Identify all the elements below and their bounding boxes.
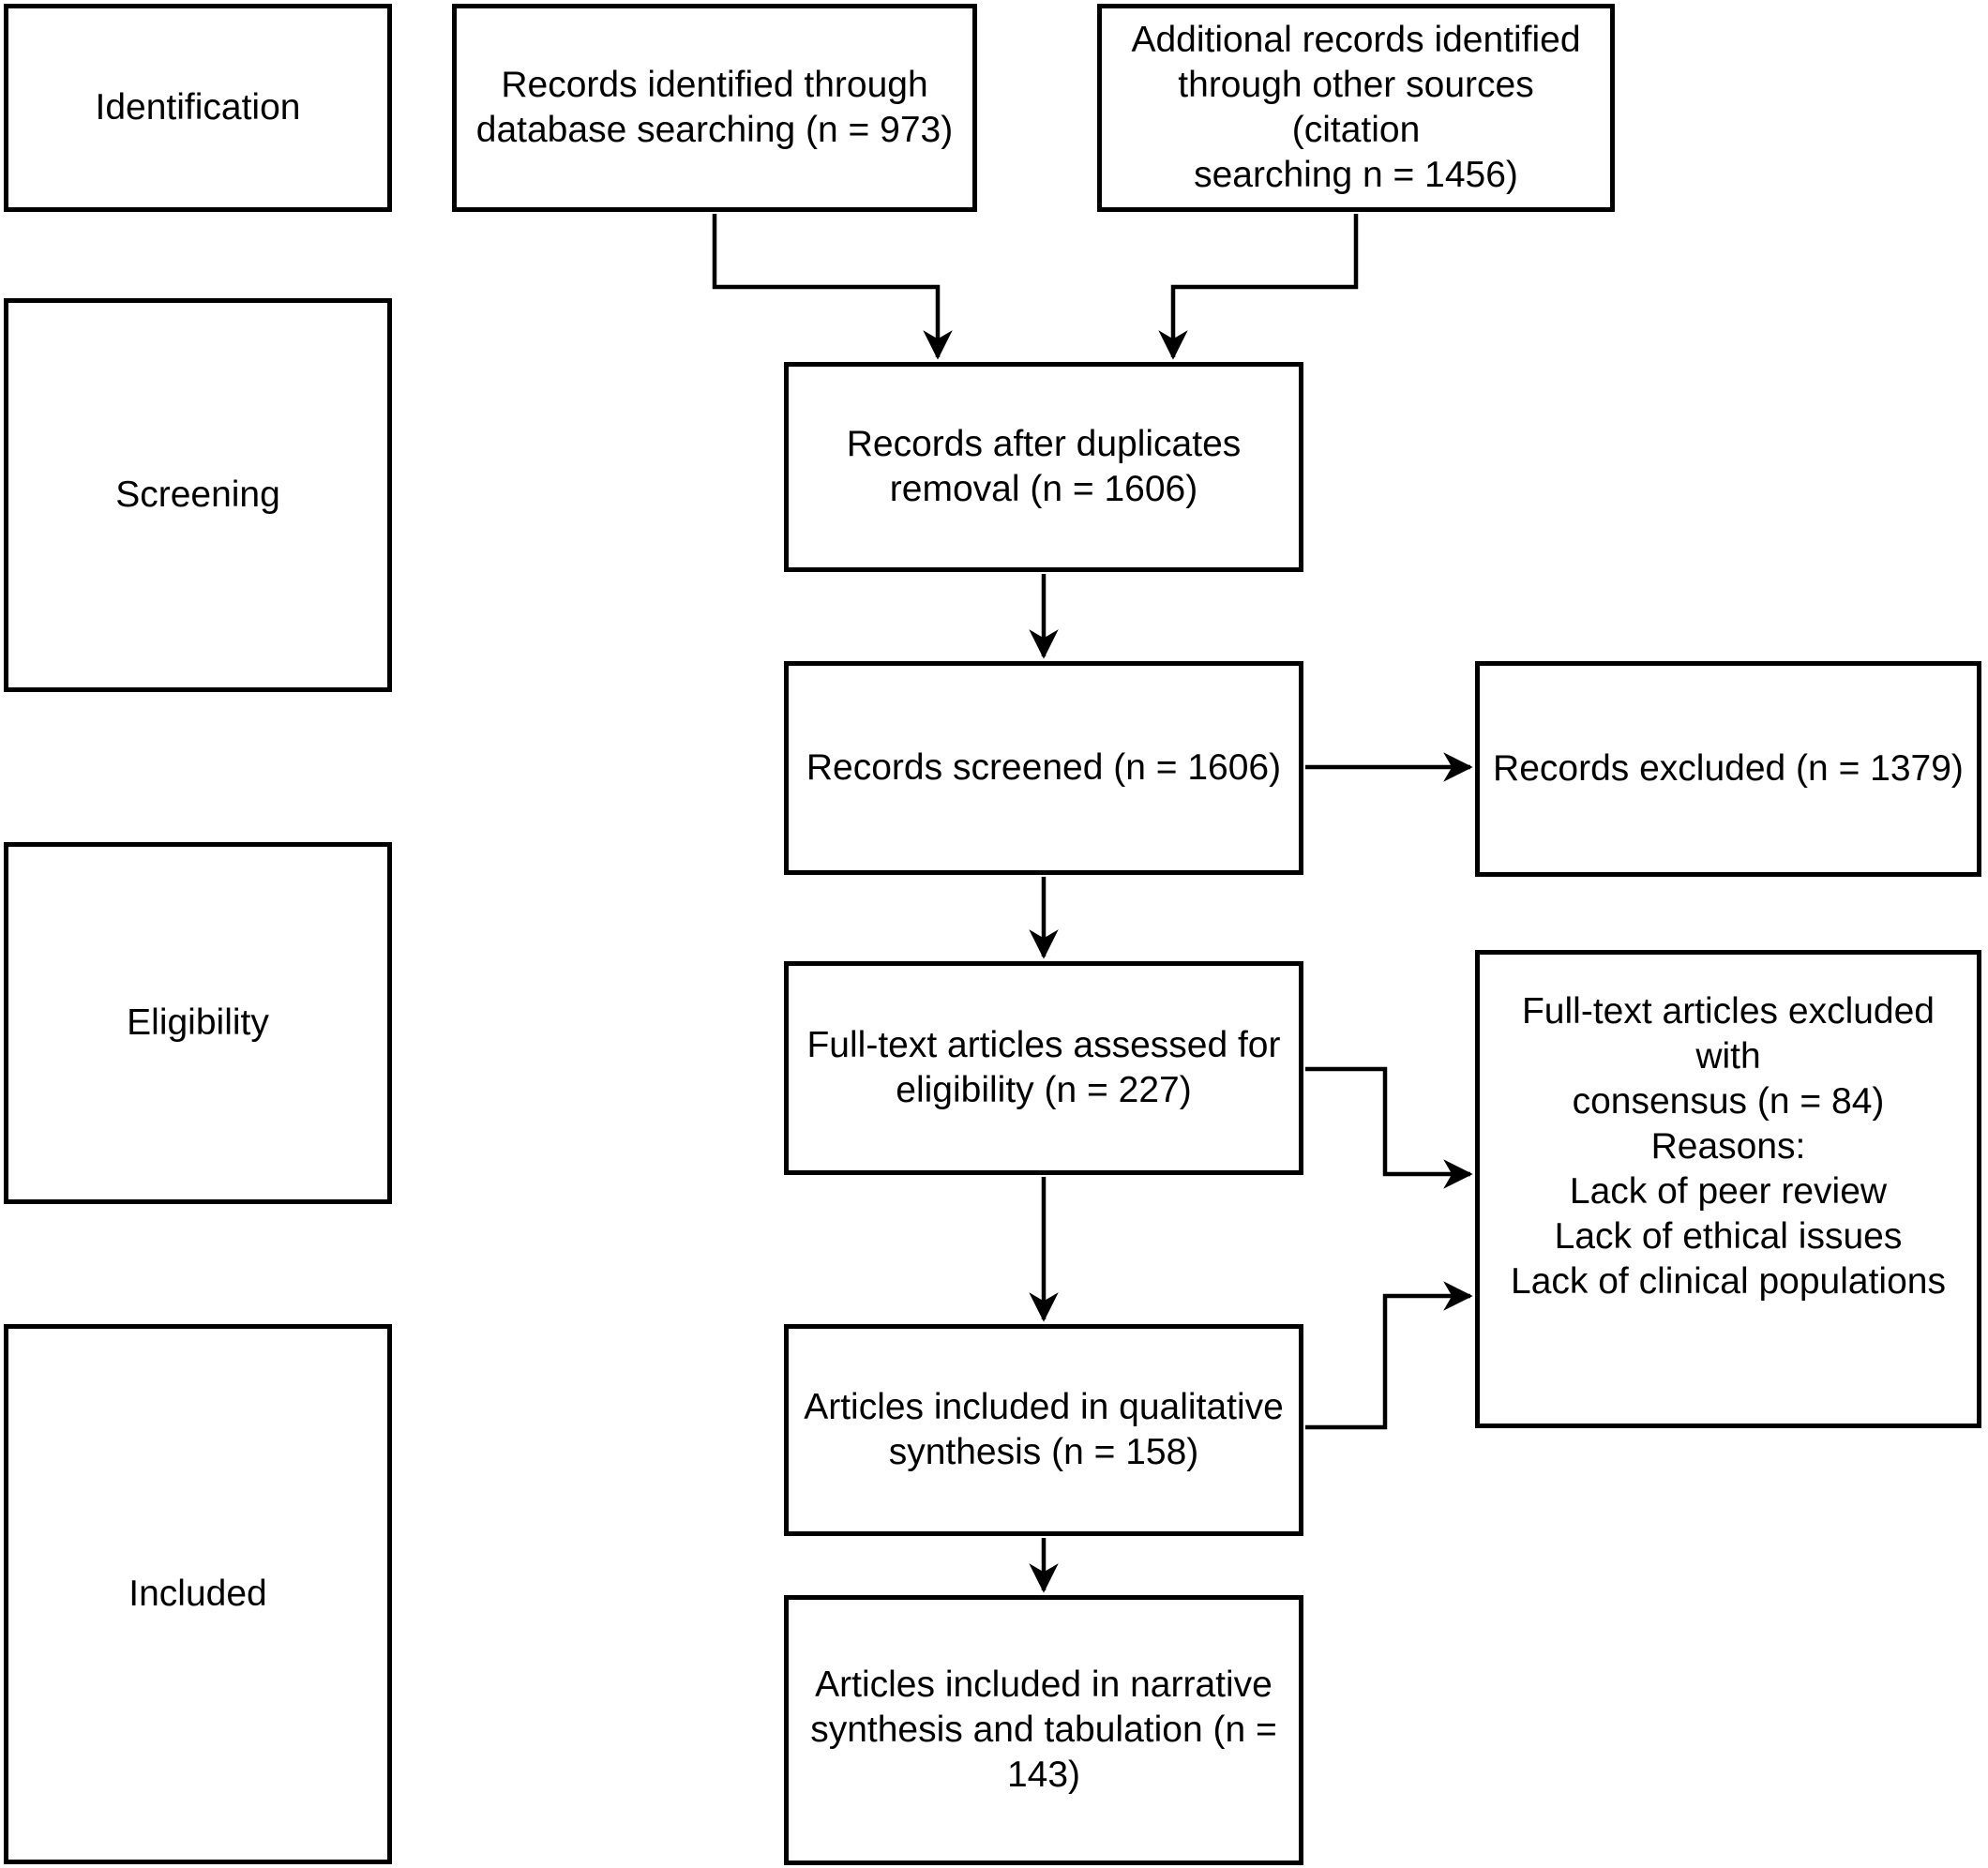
stage-label-included: Included [128, 1574, 267, 1614]
stage-box-eligibility: Eligibility [4, 842, 392, 1204]
stage-box-screening: Screening [4, 298, 392, 692]
node-records-screened-text: Records screened (n = 1606) [806, 747, 1282, 788]
node-qualitative-synthesis: Articles included in qualitative synthes… [784, 1324, 1303, 1536]
connector-fulltext-to-excluded [1305, 1066, 1473, 1189]
node-fulltext-excluded-text: Full-text articles excluded with consens… [1511, 991, 1946, 1302]
node-narrative-synthesis: Articles included in narrative synthesis… [784, 1595, 1303, 1865]
node-fulltext-assessed: Full-text articles assessed for eligibil… [784, 961, 1303, 1175]
node-records-identified: Records identified through database sear… [452, 4, 977, 212]
stage-label-identification: Identification [95, 87, 301, 128]
node-additional-records: Additional records identified through ot… [1097, 4, 1615, 212]
connector-identified-to-duplicates [712, 214, 953, 360]
node-duplicates-removed-text: Records after duplicates removal (n = 16… [846, 424, 1242, 509]
node-records-identified-text: Records identified through database sear… [475, 65, 954, 150]
stage-box-included: Included [4, 1324, 392, 1864]
node-records-excluded: Records excluded (n = 1379) [1475, 661, 1981, 877]
stage-label-screening: Screening [115, 475, 280, 515]
node-narrative-synthesis-text: Articles included in narrative synthesis… [810, 1665, 1277, 1795]
node-qualitative-synthesis-text: Articles included in qualitative synthes… [804, 1387, 1284, 1472]
node-fulltext-excluded: Full-text articles excluded with consens… [1475, 950, 1981, 1428]
stage-box-identification: Identification [4, 4, 392, 212]
connector-qualitative-to-excluded [1305, 1281, 1473, 1430]
connector-additional-to-duplicates [1158, 214, 1359, 360]
node-additional-records-text: Additional records identified through ot… [1131, 20, 1581, 195]
node-fulltext-assessed-text: Full-text articles assessed for eligibil… [806, 1025, 1281, 1110]
stage-label-eligibility: Eligibility [127, 1002, 269, 1043]
node-records-excluded-text: Records excluded (n = 1379) [1493, 748, 1964, 789]
node-records-screened: Records screened (n = 1606) [784, 661, 1303, 875]
node-duplicates-removed: Records after duplicates removal (n = 16… [784, 362, 1303, 572]
